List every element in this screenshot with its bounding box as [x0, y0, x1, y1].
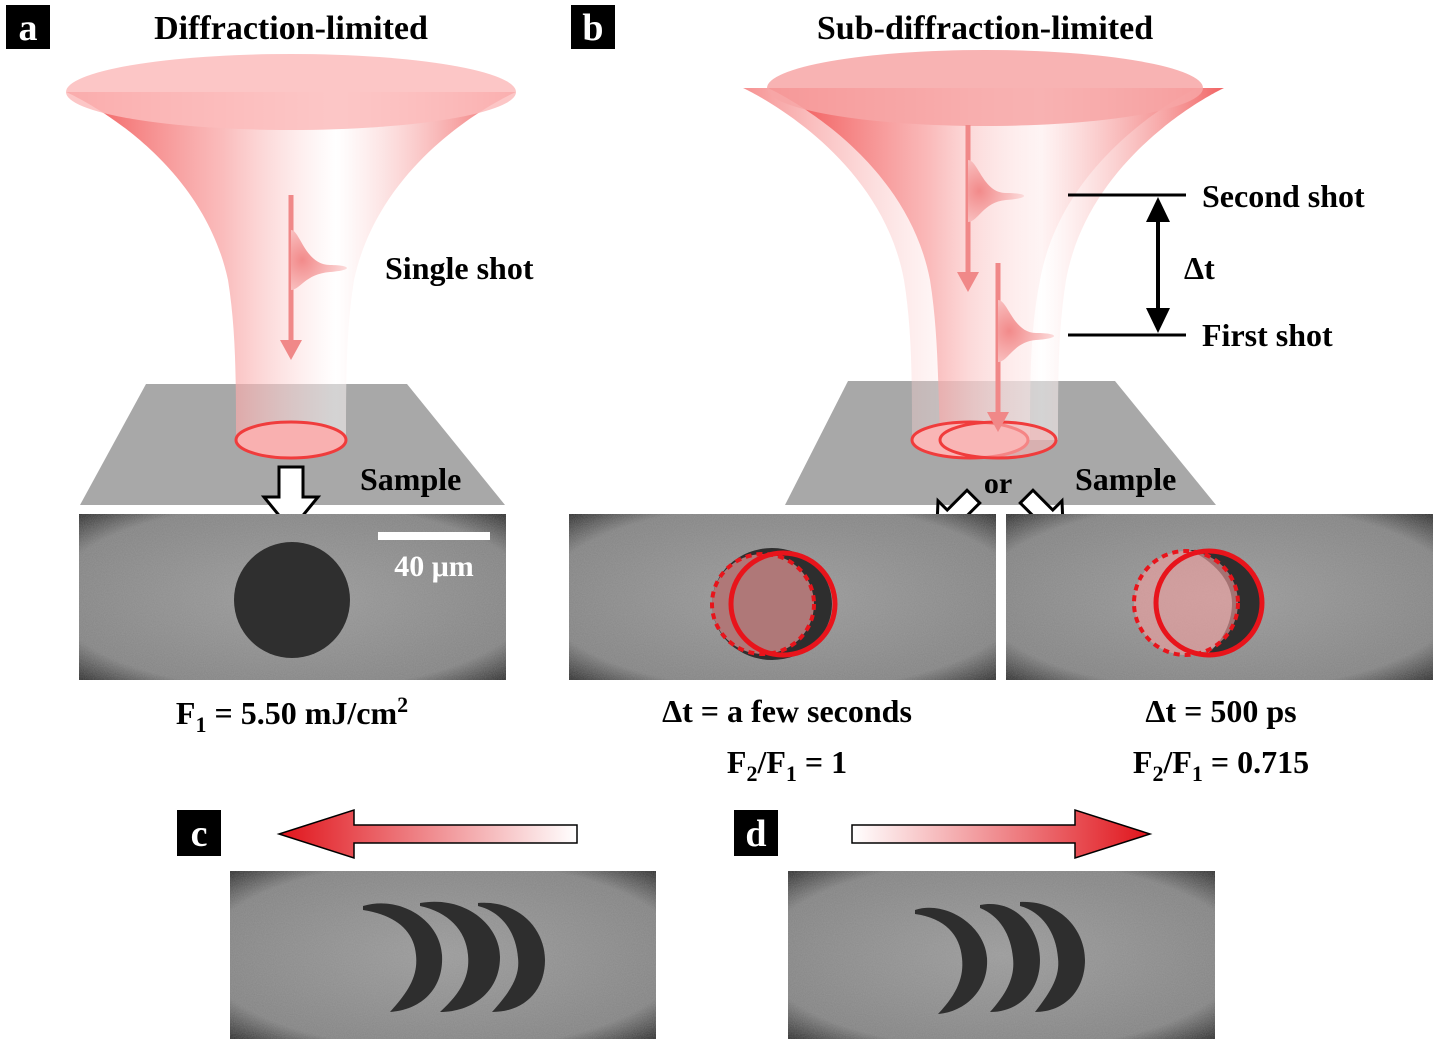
scan-direction-arrow-left: [276, 808, 578, 860]
caption-b-left-dt: Δt = a few seconds: [662, 693, 912, 729]
first-spot-outline-b-right: [1132, 549, 1240, 657]
caption-b-right-ratio: F2/F1 = 0.715: [1133, 744, 1309, 786]
delta-t-arrowhead-down: [1146, 308, 1170, 333]
panel-a-tag: [6, 5, 50, 49]
scale-bar-label: 40 μm: [394, 550, 474, 583]
panel-a-title: Diffraction-limited: [154, 10, 428, 47]
ablation-spot-a: [234, 542, 350, 658]
second-shot-label: Second shot: [1202, 178, 1365, 214]
ablation-line-d-1: [915, 907, 988, 1014]
panel-a: a Diffraction-limited Sample Single shot…: [6, 5, 534, 737]
delta-t-arrowhead-up: [1146, 197, 1170, 222]
scan-direction-arrow-right: [851, 808, 1153, 860]
panel-c-letter: c: [191, 813, 208, 855]
or-label: or: [984, 467, 1012, 500]
propagation-arrowhead-a: [280, 340, 302, 360]
panel-c: c: [177, 808, 656, 1039]
delta-t-label: Δt: [1184, 250, 1215, 286]
ablation-line-c-3: [478, 902, 545, 1012]
micrograph-c: [230, 871, 656, 1039]
micrograph-d: [788, 871, 1215, 1039]
propagation-arrowhead-b-second: [957, 272, 979, 292]
ablation-line-c-1: [363, 903, 443, 1012]
panel-b: b Sub-diffraction-limited Sample or Seco…: [569, 5, 1433, 786]
panel-b-letter: b: [582, 7, 603, 49]
panel-d: d: [734, 808, 1215, 1039]
panel-a-letter: a: [19, 7, 38, 49]
micrograph-a: 40 μm: [79, 514, 506, 680]
sample-label-a: Sample: [360, 461, 461, 497]
ablation-spot-b-right: [1190, 550, 1262, 656]
ablation-line-d-3: [1020, 901, 1085, 1012]
micrograph-b-right: [1006, 514, 1433, 680]
panel-d-tag: [734, 810, 778, 856]
single-shot-label: Single shot: [385, 250, 534, 286]
propagation-arrowhead-b-first: [987, 412, 1009, 432]
first-shot-label: First shot: [1202, 317, 1333, 353]
panel-c-tag: [177, 810, 221, 856]
pulse-a: [291, 230, 347, 290]
beam-top-b: [767, 50, 1203, 126]
ablation-line-d-2: [980, 903, 1040, 1012]
beam-top-a: [66, 54, 516, 130]
scale-bar: [378, 532, 490, 540]
panel-b-tag: [571, 5, 615, 49]
beam-spot-a: [234, 420, 348, 460]
caption-b-left-ratio: F2/F1 = 1: [727, 744, 847, 786]
caption-b-right-dt: Δt = 500 ps: [1145, 693, 1296, 729]
micrograph-b-left: [569, 514, 996, 680]
panel-b-title: Sub-diffraction-limited: [817, 10, 1153, 47]
caption-a-fluence: F1 = 5.50 mJ/cm2: [176, 692, 408, 737]
panel-d-letter: d: [745, 813, 766, 855]
second-spot-outline-b-left: [728, 550, 838, 658]
down-arrow-a: [260, 465, 322, 533]
pulse-first-shot: [998, 300, 1055, 362]
ablation-line-c-2: [420, 901, 500, 1012]
second-spot-outline-b-right: [1153, 548, 1265, 658]
pulse-second-shot: [968, 160, 1025, 222]
sample-label-b: Sample: [1075, 461, 1176, 497]
first-spot-outline-b-left: [710, 552, 816, 656]
